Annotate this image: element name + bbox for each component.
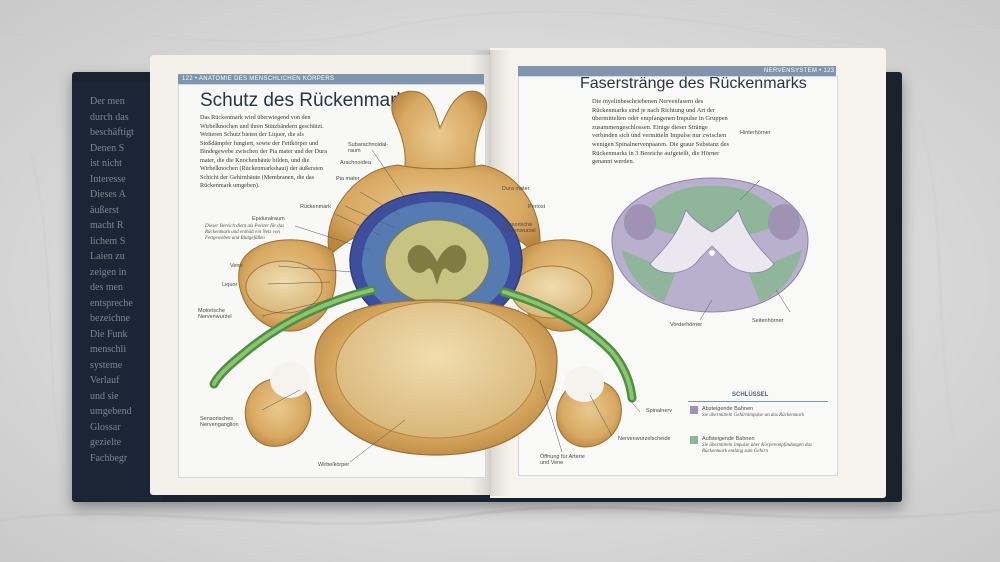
left-edge-text-line: Dieses A bbox=[90, 189, 126, 200]
label-spinalnerv: Spinalnerv bbox=[646, 408, 672, 414]
key-ascending-desc: Sie übermitteln Impulse über Körperempfi… bbox=[702, 443, 812, 454]
label-rueckenmark: Rückenmark bbox=[300, 204, 331, 210]
left-edge-text-line: bezeichne bbox=[90, 313, 130, 324]
key-descending-desc: Sie übermitteln Gehirnimpulse an das Rüc… bbox=[702, 413, 805, 418]
left-edge-text-line: systeme bbox=[90, 359, 123, 371]
left-edge-text-line: ist nicht bbox=[90, 158, 122, 169]
label-motorische-nervenwurzel: Motorische Nervenwurzel bbox=[198, 308, 232, 320]
left-edge-text-line: Der men bbox=[90, 96, 125, 107]
right-page-header: NERVENSYSTEM • 123 bbox=[764, 68, 835, 74]
epidural-note: Dieser Bereich dient als Polster für das… bbox=[205, 224, 285, 241]
key-title: SCHLÜSSEL bbox=[732, 392, 769, 398]
label-vorderhoerner: Vorderhörner bbox=[670, 322, 703, 328]
left-edge-text-line: beschäftigt bbox=[90, 127, 134, 138]
left-edge-text-line: des men bbox=[90, 282, 124, 293]
left-edge-text-line: Glossar bbox=[90, 421, 121, 433]
left-page-title: Schutz des Rückenmarks bbox=[200, 90, 416, 111]
left-edge-text-line: Interesse bbox=[90, 173, 126, 185]
left-edge-text-line: Laien zu bbox=[90, 251, 125, 262]
label-epiduralraum: Epiduralraum bbox=[252, 216, 285, 222]
label-seitenhoerner: Seitenhörner bbox=[752, 318, 784, 324]
left-edge-text-line: Fachbegr bbox=[90, 452, 128, 464]
label-oeffnung: Öffnung für Arterie und Vene bbox=[540, 454, 585, 466]
left-edge-text-line: menschli bbox=[90, 344, 127, 355]
label-nervenwurzelscheide: Nervenwurzelscheide bbox=[618, 436, 671, 442]
left-edge-text-line: Die Funk bbox=[90, 328, 128, 340]
left-edge-text-line: durch das bbox=[90, 111, 129, 123]
left-header-bar bbox=[178, 74, 484, 84]
key-swatch-ascending bbox=[690, 436, 698, 444]
key-divider bbox=[688, 401, 828, 402]
left-edge-text-line: lichem S bbox=[90, 235, 126, 247]
label-liquor: Liquor bbox=[222, 282, 238, 288]
key-descending-label: Absteigende Bahnen bbox=[702, 406, 754, 412]
right-intro-text: Die myelinbeschriebenen Nervenfasern des… bbox=[592, 98, 729, 166]
label-dura-mater: Dura mater bbox=[502, 186, 530, 192]
label-periost: Periost bbox=[528, 204, 546, 210]
key-swatch-descending bbox=[690, 406, 698, 414]
left-edge-text-line: Denen S bbox=[90, 142, 125, 154]
label-hinterhoerner: Hinterhörner bbox=[740, 130, 771, 136]
left-edge-text-line: gezielte bbox=[90, 437, 122, 448]
left-edge-text-line: zeigen in bbox=[90, 266, 127, 278]
label-sensorisches-ganglion: Sensorisches Nervenganglion bbox=[200, 416, 239, 428]
label-subarachnoid: Subarachnoidal-raum bbox=[348, 142, 389, 154]
left-intro-text: Das Rückenmark wird überwiegend von den … bbox=[200, 114, 327, 189]
left-edge-text-line: macht R bbox=[90, 220, 124, 231]
left-edge-text-line: entspreche bbox=[90, 297, 133, 309]
label-vene: Vene bbox=[230, 263, 243, 269]
key-ascending-label: Aufsteigende Bahnen bbox=[702, 436, 755, 442]
right-page-title: Faserstränge des Rückenmarks bbox=[580, 75, 807, 92]
left-edge-text-line: umgebend bbox=[90, 406, 132, 417]
left-page-header: 122 • ANATOMIE DES MENSCHLICHEN KÖRPERS bbox=[182, 76, 335, 82]
label-pia-mater: Pia mater bbox=[336, 176, 360, 182]
right-header-bar bbox=[518, 66, 836, 76]
left-edge-text-line: und sie bbox=[90, 390, 119, 402]
left-edge-text-line: Verlauf bbox=[90, 375, 120, 386]
left-edge-text-line: äußerst bbox=[90, 204, 119, 216]
label-sensorische-nervenwurzel: Sensorische Nervenwurzel bbox=[502, 222, 536, 234]
label-wirbelkoerper: Wirbelkörper bbox=[318, 462, 350, 468]
label-arachnoidea: Arachnoidea bbox=[340, 160, 371, 166]
